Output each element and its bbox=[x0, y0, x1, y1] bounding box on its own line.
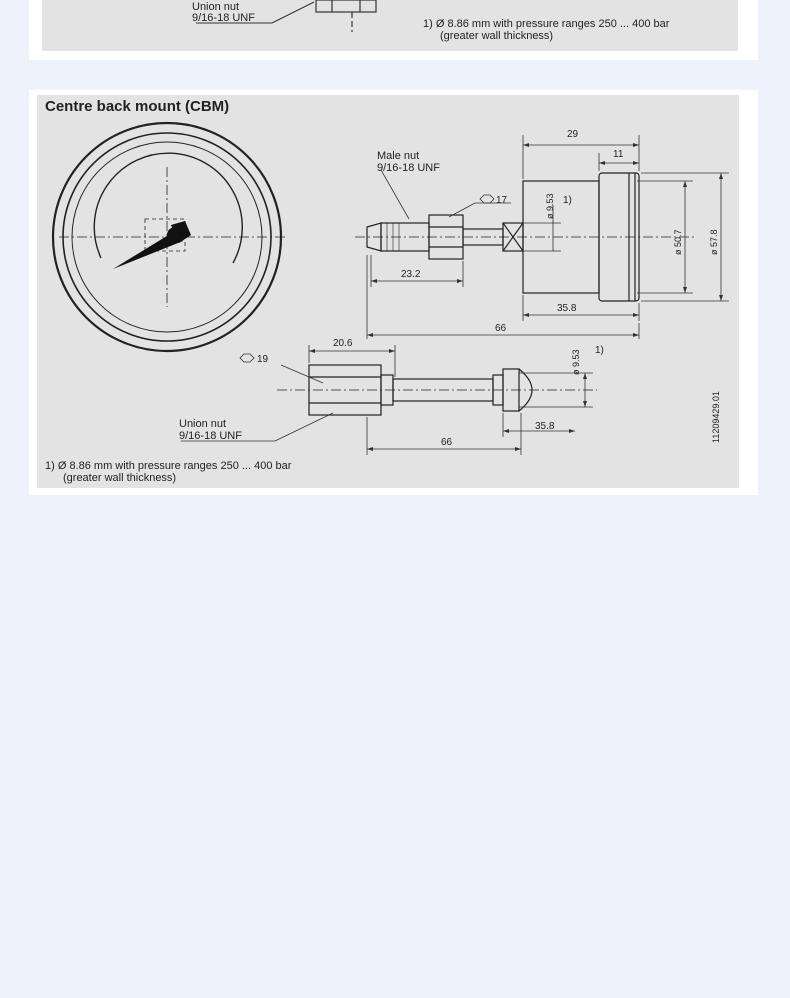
dim-29: 29 bbox=[567, 129, 579, 140]
dim-358-lower: 35.8 bbox=[535, 421, 555, 432]
dia-578: ø 57.8 bbox=[709, 229, 719, 255]
union-nut-thread: 9/16-18 UNF bbox=[179, 430, 242, 442]
dia-507: ø 50.7 bbox=[673, 229, 683, 255]
note-ref-lower: 1) bbox=[595, 345, 604, 356]
cbm-drawing-panel: Centre back mount (CBM) bbox=[37, 95, 739, 488]
dim-206: 20.6 bbox=[333, 338, 353, 349]
union-nut-side-view bbox=[277, 364, 597, 416]
hex-19-callout: 19 bbox=[239, 353, 269, 365]
top-drawing-card: Union nut 9/16-18 UNF 1) Ø 8.86 mm with … bbox=[29, 0, 758, 60]
footnote-line2: (greater wall thickness) bbox=[63, 472, 176, 484]
top-fitting-drawing bbox=[196, 0, 377, 32]
top-drawing-panel: Union nut 9/16-18 UNF 1) Ø 8.86 mm with … bbox=[42, 0, 738, 51]
male-nut-label: Male nut bbox=[377, 150, 419, 162]
section-heading: Centre back mount (CBM) bbox=[45, 98, 229, 115]
dim-232: 23.2 bbox=[401, 269, 421, 280]
upper-arrowheads bbox=[367, 143, 723, 337]
gauge-side-view bbox=[355, 172, 697, 302]
lower-dimension-lines bbox=[181, 345, 593, 455]
union-nut-label: Union nut bbox=[179, 418, 226, 430]
top-footnote-line1: 1) Ø 8.86 mm with pressure ranges 250 ..… bbox=[423, 18, 670, 30]
lower-arrowheads bbox=[309, 349, 587, 451]
top-union-nut-label: Union nut bbox=[192, 1, 239, 13]
male-nut-thread: 9/16-18 UNF bbox=[377, 162, 440, 174]
gauge-front-view bbox=[51, 121, 285, 353]
upper-dimension-lines bbox=[366, 135, 729, 339]
hex-17-value: 17 bbox=[496, 195, 508, 206]
top-footnote-line2: (greater wall thickness) bbox=[440, 30, 553, 42]
dim-66-lower: 66 bbox=[441, 437, 453, 448]
dim-11: 11 bbox=[613, 149, 624, 160]
dim-66-upper: 66 bbox=[495, 323, 507, 334]
top-drawing-svg: Union nut 9/16-18 UNF 1) Ø 8.86 mm with … bbox=[192, 0, 670, 42]
hex-17-callout: 17 bbox=[479, 194, 508, 206]
drawing-number: 11209429.01 bbox=[711, 391, 721, 443]
footnote-line1: 1) Ø 8.86 mm with pressure ranges 250 ..… bbox=[45, 460, 292, 472]
dia-953-lower: ø 9.53 bbox=[571, 349, 581, 375]
dim-358-upper: 35.8 bbox=[557, 303, 577, 314]
dia-953-upper: ø 9.53 bbox=[545, 193, 555, 219]
cbm-drawing-svg: Centre back mount (CBM) bbox=[45, 98, 729, 484]
note-ref-upper: 1) bbox=[563, 195, 572, 206]
cbm-drawing-card: Centre back mount (CBM) bbox=[29, 90, 758, 495]
hex-19-value: 19 bbox=[257, 354, 269, 365]
top-union-nut-thread: 9/16-18 UNF bbox=[192, 12, 255, 24]
